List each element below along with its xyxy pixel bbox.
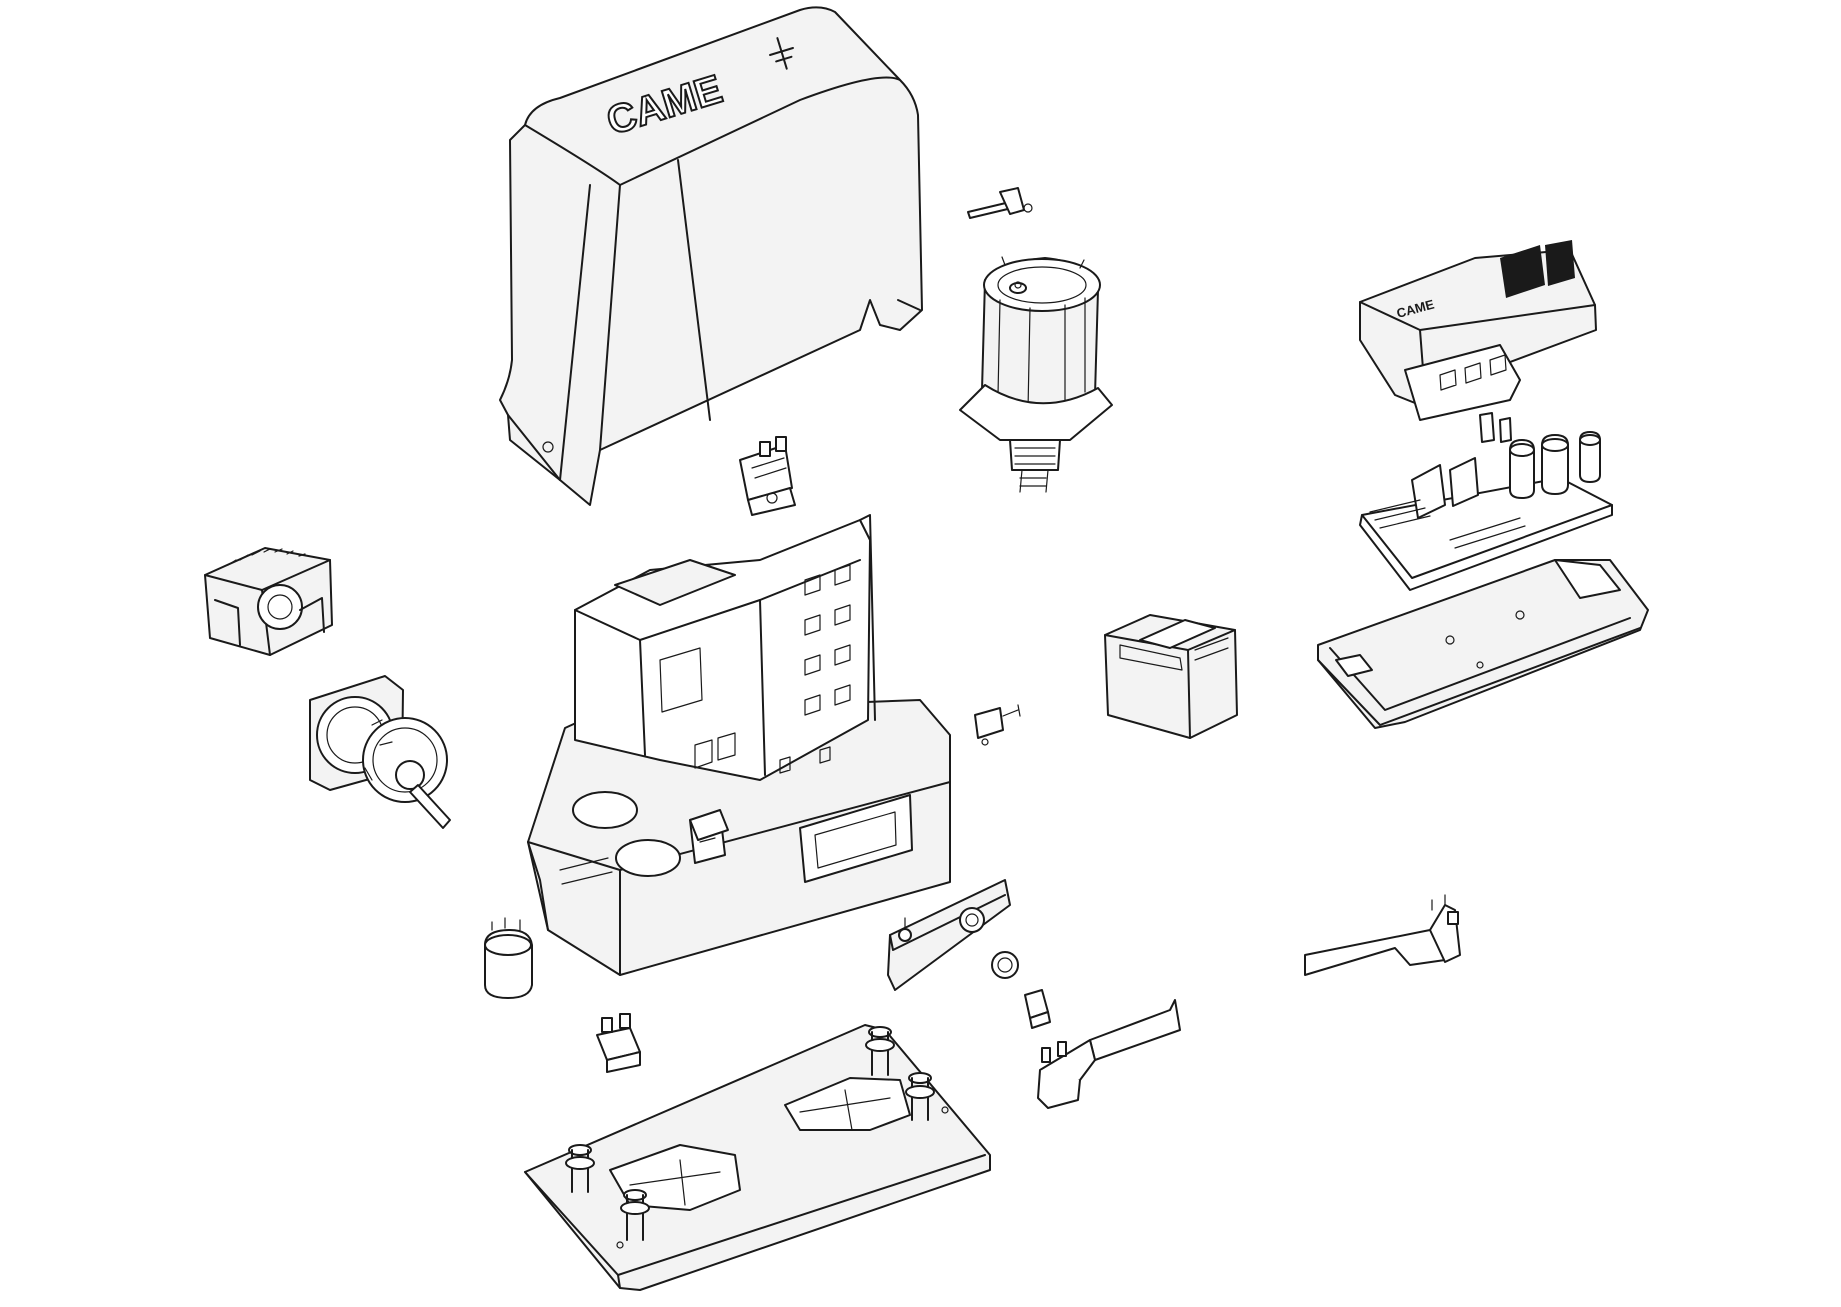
limit-stop-left [1037, 999, 1181, 1109]
cover-logo-mark [769, 37, 794, 70]
microswitch [974, 704, 1021, 746]
terminal-connector [596, 1013, 641, 1073]
limit-stop-right [1304, 894, 1461, 976]
control-board [1359, 412, 1613, 591]
anchor-stud-4 [620, 1189, 650, 1241]
anchor-stud-3 [565, 1144, 595, 1193]
motor-cover: CAME [499, 6, 923, 506]
limit-switch-bracket [739, 436, 796, 516]
anchor-stud-1 [865, 1026, 895, 1076]
gear-train [309, 675, 451, 829]
anchor-stud-2 [905, 1072, 935, 1121]
control-unit-base [1317, 559, 1649, 729]
small-key [1024, 989, 1051, 1029]
release-pin [967, 187, 1033, 219]
adjustment-knob [991, 951, 1019, 979]
gearmotor-body [527, 514, 951, 976]
electric-motor [959, 256, 1113, 493]
gear-cover-block [204, 547, 333, 656]
coupling-sleeve [484, 917, 533, 999]
foundation-plate [524, 1024, 991, 1291]
control-unit-cover: CAME [1359, 240, 1597, 421]
limit-switch-plate [887, 879, 1011, 991]
transformer [1104, 614, 1238, 739]
